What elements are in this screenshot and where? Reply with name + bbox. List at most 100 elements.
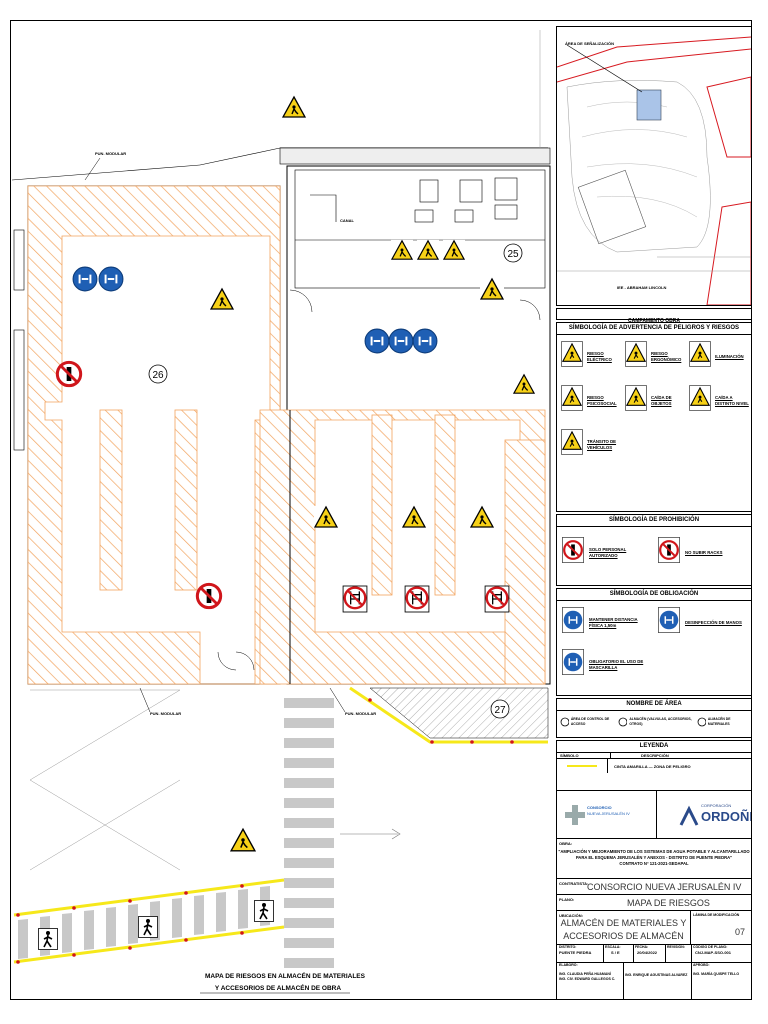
psychosocial-risk-icon [443, 238, 465, 262]
mask-mandatory-icon [388, 328, 414, 354]
meta-row: DISTRITO: PUENTE PIEDRA ESCALA: S / E FE… [557, 945, 751, 963]
area-name-item: ALMACÉN (VALVULAS, ACCESORIOS, OTROS) [629, 717, 692, 726]
legend-box: LEYENDA SÍMBOLO DESCRIPCIÓN CINTA AMARIL… [556, 740, 752, 792]
plan-label: PLANO: [559, 897, 575, 902]
code-value: CNJ-MAP-SSO-001 [695, 950, 732, 955]
authorized-only-icon [195, 582, 223, 610]
project-cell: OBRA: "AMPLIACIÓN Y MEJORAMIENTO DE LOS … [557, 839, 751, 879]
reviewed-value: ING. ENRIQUE AGUSTINAS ALVAREZ [625, 973, 688, 977]
obligation-label-line: MASCARILLA [589, 664, 618, 670]
area-name-item: ALMACÉN DE MATERIALES [707, 717, 731, 726]
warning-title: SÍMBOLOGÍA DE ADVERTENCIA DE PELIGROS Y … [557, 323, 751, 335]
warning-label-line: DISTINTO NIVEL [715, 400, 749, 406]
area-name-box: NOMBRE DE ÁREA ÁREA DE CONTROL DE ACCESO… [556, 698, 752, 738]
zone-marker-27 [490, 699, 510, 719]
pedestrian-icon [138, 915, 158, 939]
physical-distance-icon [561, 607, 585, 638]
warning-label-line: CAÍDA DE [651, 394, 672, 400]
warning-label-line: RIESGO [587, 394, 604, 400]
prohibition-label-line: AUTORIZADO [589, 552, 618, 558]
area-name-item: ÁREA DE CONTROL DE ACCESO [570, 717, 610, 726]
prohibition-label-line: NO SUBIR RACKS [685, 549, 723, 555]
camp-label-box: CAMPAMENTO OBRA [556, 308, 752, 324]
prohibition-label-line: SOLO PERSONAL [589, 546, 627, 552]
no-climb-racks-icon [484, 584, 510, 614]
warning-label-line: RIESGO [651, 350, 668, 356]
fall-level-icon [480, 276, 504, 302]
fall-level-icon [689, 385, 711, 416]
obligation-label-line: FÍSICA 1,50m [589, 622, 617, 628]
plan-caption-line1: MAPA DE RIESGOS EN ALMACÉN DE MATERIALES [205, 971, 366, 980]
project-line2: PARA EL ESQUEMA JERUSALÉN Y ANEXOS - DIS… [575, 855, 733, 860]
falling-objects-icon [314, 504, 338, 530]
obligation-item: DESINFECCIÓN DE MANOS [657, 607, 742, 638]
obligation-symbology: SÍMBOLOGÍA DE OBLIGACIÓN MANTENER DISTAN… [556, 588, 752, 696]
electric-risk-icon [561, 341, 583, 372]
no-climb-racks-icon [404, 584, 430, 614]
warning-label-line: VEHÍCULOS [587, 444, 613, 450]
scale-label: ESCALA: [605, 945, 621, 949]
project-line3: CONTRATO N° 121-2021-SEDAPAL [619, 861, 689, 866]
keymap-camp-label: CAMPAMENTO OBRA [627, 318, 681, 324]
obligation-title: SÍMBOLOGÍA DE OBLIGACIÓN [557, 589, 751, 601]
warning-label-line: TRÁNSITO DE [587, 438, 617, 444]
hand-disinfection-icon [364, 328, 390, 354]
district-label: DISTRITO: [559, 945, 577, 949]
contractor-cell: CONTRATISTA: CONSORCIO NUEVA JERUSALÉN I… [557, 879, 751, 895]
falling-objects-icon [470, 504, 494, 530]
fall-level-icon [210, 286, 234, 312]
falling-objects-icon [625, 385, 647, 416]
keymap-area-label: ÁREA DE SEÑALIZACIÓN [565, 41, 614, 46]
zone-number-25: 25 [507, 249, 519, 260]
zone-marker-25 [503, 243, 523, 263]
vehicle-traffic-icon [230, 826, 256, 854]
mask-mandatory-icon [561, 649, 585, 680]
obligation-label-line: DESINFECCIÓN DE MANOS [685, 619, 742, 625]
prohibition-item: NO SUBIR RACKS [657, 537, 722, 568]
drawn-line2: ING. CIV. EDWARD GALLEGOS C. [559, 977, 616, 981]
no-climb-racks-icon [342, 584, 368, 614]
physical-distance-icon [98, 266, 124, 292]
warning-label-line: RIESGO [587, 350, 604, 356]
authorized-only-icon [55, 360, 83, 388]
plan-caption-line2: Y ACCESORIOS DE ALMACÉN DE OBRA [215, 983, 341, 992]
no-climb-racks-icon [657, 537, 681, 568]
district-value: PUENTE PIEDRA [559, 950, 592, 955]
plan-label-bottom-mid: PUN. MODULAR [345, 711, 376, 716]
floor-plan: 25 26 27 PUN. MODULAR PUN. MODULAR PUN. … [11, 30, 551, 994]
pedestrian-icon [254, 899, 274, 923]
plan-name-value: MAPA DE RIESGOS [627, 898, 710, 908]
revision-label: REVISIÓN: [667, 945, 685, 949]
pedestrian-icon [38, 927, 58, 951]
logo-consorcio: CONSORCIO NUEVA JERUSALÉN IV [557, 791, 657, 839]
logo-left-line2: NUEVA JERUSALÉN IV [587, 811, 630, 816]
warning-label-line: ERGONÓMICO [651, 356, 682, 362]
location-cell: UBICACIÓN: ALMACÉN DE MATERIALES Y ACCES… [557, 911, 691, 945]
logo-left-line1: CONSORCIO [587, 805, 612, 810]
zone-number-27: 27 [494, 705, 506, 716]
sheet-number: 07 [734, 927, 745, 937]
keymap-road-label: IEE - ABRAHAM LINCOLN [617, 285, 667, 290]
key-map: ÁREA DE SEÑALIZACIÓN IEE - ABRAHAM LINCO… [556, 26, 752, 306]
approved-label: APROBÓ: [693, 963, 710, 967]
zone-number-26: 26 [152, 370, 164, 381]
signatures-row: ELABORÓ: ING. CLAUDIA PEÑA HUAMANÍ ING. … [557, 963, 751, 999]
warning-symbology: SÍMBOLOGÍA DE ADVERTENCIA DE PELIGROS Y … [556, 322, 752, 512]
ergonomic-risk-icon [625, 341, 647, 372]
physical-distance-icon [412, 328, 438, 354]
sheet-label: LÁMINA DE MODIFICACIÓN [693, 913, 740, 917]
psychosocial-risk-icon [561, 385, 583, 416]
legend-col-symbol: SÍMBOLO [557, 753, 611, 758]
prohibition-item-label: NO SUBIR RACKS [685, 550, 722, 556]
scale-value: S / E [611, 950, 620, 955]
